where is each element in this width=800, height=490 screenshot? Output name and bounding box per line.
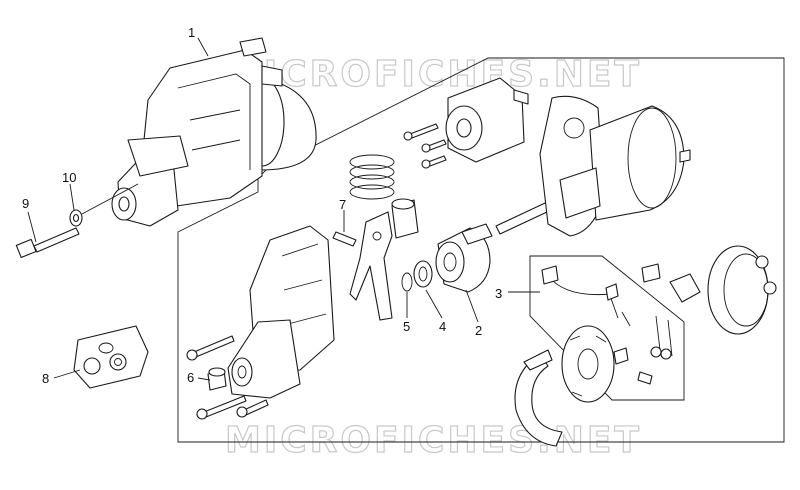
- brush-kit-part-3: [529, 255, 685, 401]
- watermark-top: MICROFICHES.NET: [225, 54, 642, 95]
- return-spring: [349, 154, 395, 200]
- stop-ring-part-4: [413, 260, 433, 288]
- plunger: [391, 198, 419, 239]
- callout-3: 3: [495, 286, 502, 301]
- exploded-view-frame: [177, 57, 785, 443]
- callout-5: 5: [403, 319, 410, 334]
- callout-8: 8: [42, 371, 49, 386]
- screws-and-bushing-part-6: [186, 335, 269, 420]
- pin-part-7: [332, 231, 357, 247]
- callout-numbers: 1 2 3 4 5 6 7 8 9 10: [22, 25, 502, 386]
- callout-10: 10: [62, 170, 76, 185]
- watermark-bottom: MICROFICHES.NET: [225, 420, 642, 461]
- end-cover: [514, 349, 563, 447]
- callout-2: 2: [475, 323, 482, 338]
- brush-plate: [561, 325, 615, 403]
- small-brush-parts: [641, 255, 777, 303]
- shift-fork: [349, 211, 393, 321]
- armature-and-housing: [495, 95, 691, 237]
- pinion-drive-part-2: [435, 223, 493, 293]
- starter-motor-assembly: [111, 37, 317, 227]
- solenoid: [445, 77, 529, 163]
- snap-ring-part-5: [401, 272, 413, 292]
- bushing-set-part-8: [73, 325, 149, 389]
- callout-6: 6: [187, 370, 194, 385]
- callout-9: 9: [22, 196, 29, 211]
- callout-4: 4: [439, 319, 446, 334]
- drive-end-housing: [227, 225, 335, 399]
- leader-lines: [27, 37, 540, 381]
- washer-part-10: [69, 209, 83, 227]
- solenoid-screws: [403, 123, 447, 169]
- callout-1: 1: [188, 25, 195, 40]
- callout-7: 7: [339, 197, 346, 212]
- bolt-part-9: [15, 227, 80, 259]
